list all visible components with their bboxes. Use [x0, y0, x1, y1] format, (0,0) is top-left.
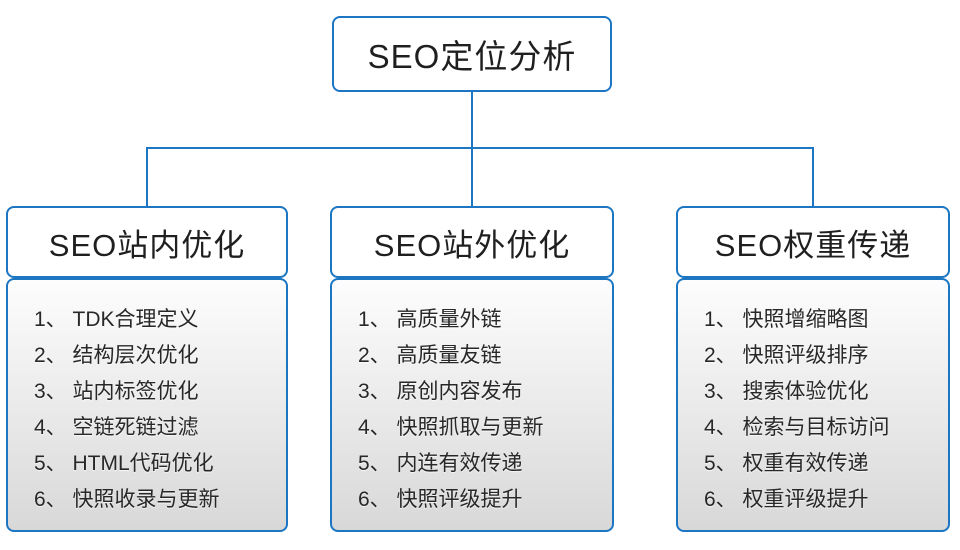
list-item: 3、 站内标签优化	[34, 380, 199, 403]
column-header-label: SEO站内优化	[48, 227, 246, 263]
column-header-offsite: SEO站外优化	[330, 206, 614, 278]
list-item: 5、 权重有效传递	[704, 452, 869, 475]
list-item: 2、 结构层次优化	[34, 344, 199, 367]
list-item: 4、 空链死链过滤	[34, 416, 199, 439]
list-item: 6、 快照评级提升	[358, 488, 523, 511]
column-list-onsite: 1、 TDK合理定义 2、 结构层次优化 3、 站内标签优化 4、 空链死链过滤…	[6, 278, 288, 532]
list-item: 2、 高质量友链	[358, 344, 502, 367]
list-item: 4、 检索与目标访问	[704, 416, 890, 439]
list-item: 6、 权重评级提升	[704, 488, 869, 511]
list-item: 5、 HTML代码优化	[34, 452, 214, 475]
list-item: 4、 快照抓取与更新	[358, 416, 544, 439]
column-header-label: SEO权重传递	[714, 227, 912, 263]
list-item: 1、 TDK合理定义	[34, 308, 199, 331]
list-item: 5、 内连有效传递	[358, 452, 523, 475]
list-item: 1、 快照增缩略图	[704, 308, 869, 331]
root-node-label: SEO定位分析	[367, 38, 577, 75]
list-item: 6、 快照收录与更新	[34, 488, 220, 511]
column-header-onsite: SEO站内优化	[6, 206, 288, 278]
list-item: 1、 高质量外链	[358, 308, 502, 331]
connector-lines	[146, 92, 814, 208]
list-item: 3、 搜索体验优化	[704, 380, 869, 403]
list-item: 2、 快照评级排序	[704, 344, 869, 367]
column-header-label: SEO站外优化	[373, 227, 571, 263]
column-header-weight: SEO权重传递	[676, 206, 950, 278]
column-list-weight: 1、 快照增缩略图 2、 快照评级排序 3、 搜索体验优化 4、 检索与目标访问…	[676, 278, 950, 532]
root-node-seo-positioning-analysis: SEO定位分析	[332, 16, 612, 92]
column-list-offsite: 1、 高质量外链 2、 高质量友链 3、 原创内容发布 4、 快照抓取与更新 5…	[330, 278, 614, 532]
list-item: 3、 原创内容发布	[358, 380, 523, 403]
